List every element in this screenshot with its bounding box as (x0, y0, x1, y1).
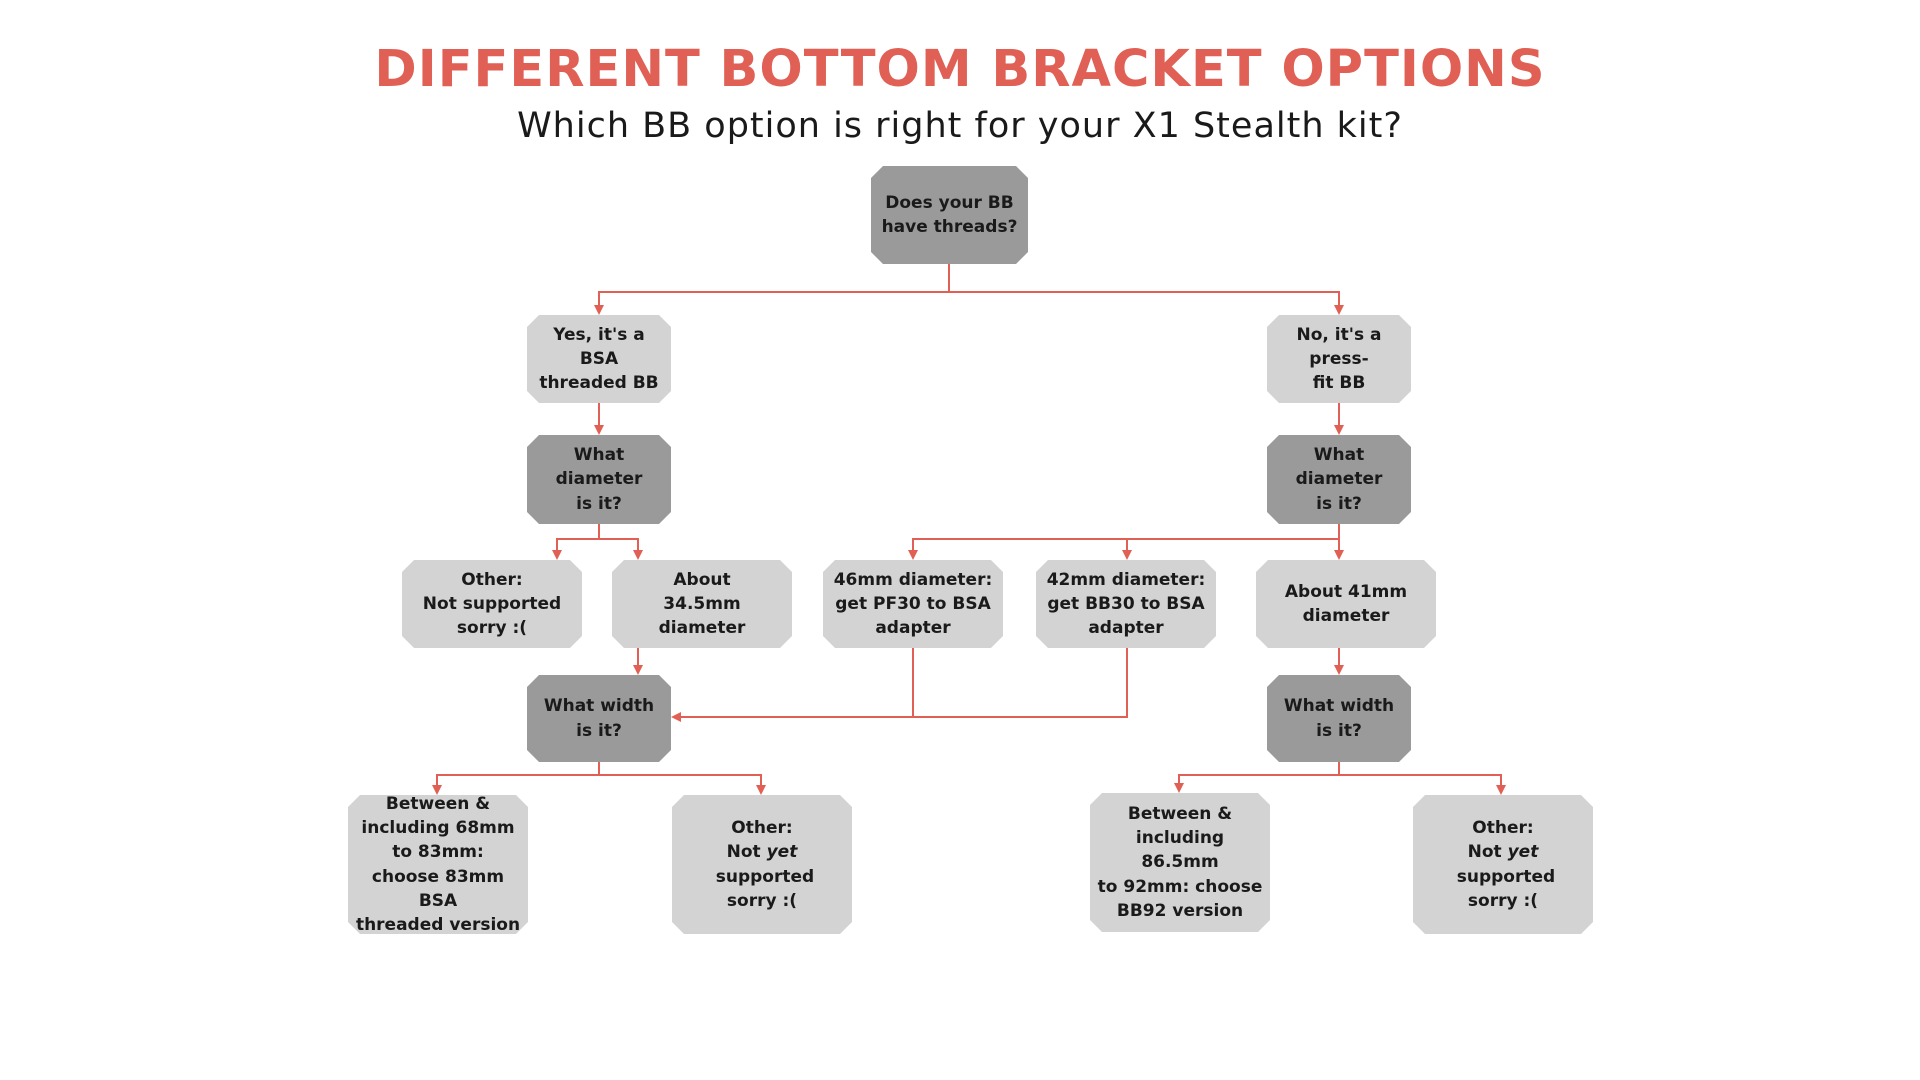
node-42mm-bb30-adapter: 42mm diameter: get BB30 to BSA adapter (1036, 560, 1216, 648)
other-yet-left-line1: Other: (731, 818, 793, 839)
other-yet-right-line3: sorry :( (1467, 890, 1539, 911)
other-yet-right-line1: Other: (1472, 818, 1534, 839)
node-width-question-left: What width is it? (527, 675, 671, 762)
node-yes-bsa-threaded: Yes, it's a BSA threaded BB (527, 315, 671, 403)
node-about-34-5mm: About 34.5mm diameter (612, 560, 792, 648)
connector-diameter-to-other (552, 524, 600, 560)
node-no-press-fit: No, it's a press- fit BB (1267, 315, 1411, 403)
node-bb92-version: Between & including 86.5mm to 92mm: choo… (1090, 793, 1270, 932)
other-yet-left-after: supported (709, 866, 815, 887)
node-83mm-bsa-threaded: Between & including 68mm to 83mm: choose… (348, 795, 528, 934)
connector-width-to-83 (432, 762, 600, 795)
connector-width-to-other-left (599, 774, 766, 795)
node-other-yet-left-text: Other: Not yet supported sorry :( (678, 816, 846, 913)
connector-bb30-to-width (913, 648, 1128, 718)
node-other-not-yet-supported-left: Other: Not yet supported sorry :( (672, 795, 852, 934)
page-subtitle: Which BB option is right for your X1 Ste… (517, 106, 1403, 146)
page-title: DIFFERENT BOTTOM BRACKET OPTIONS (374, 40, 1546, 99)
node-diameter-question-left: What diameter is it? (527, 435, 671, 524)
node-width-question-right: What width is it? (1267, 675, 1411, 762)
other-yet-left-emph: yet (766, 842, 798, 863)
node-about-41mm: About 41mm diameter (1256, 560, 1436, 648)
connector-width-to-other-right (1339, 774, 1506, 795)
node-diameter-question-right: What diameter is it? (1267, 435, 1411, 524)
node-other-not-supported: Other: Not supported sorry :( (402, 560, 582, 648)
connector-root-to-yes (594, 264, 950, 315)
node-46mm-pf30-adapter: 46mm diameter: get PF30 to BSA adapter (823, 560, 1003, 648)
other-yet-right-emph: yet (1507, 842, 1539, 863)
node-other-not-yet-supported-right: Other: Not yet supported sorry :( (1413, 795, 1593, 934)
node-other-yet-right-text: Other: Not yet supported sorry :( (1419, 816, 1587, 913)
connector-width-to-bb92 (1174, 762, 1340, 793)
other-yet-left-before: Not (726, 842, 767, 863)
other-yet-left-line3: sorry :( (726, 890, 798, 911)
connector-root-to-no (949, 291, 1344, 315)
node-bb-threads-question: Does your BB have threads? (871, 166, 1028, 264)
other-yet-right-after: supported (1450, 866, 1556, 887)
connector-diameter-to-345 (599, 538, 643, 560)
connector-pf30-to-width (671, 648, 914, 722)
other-yet-right-before: Not (1467, 842, 1508, 863)
